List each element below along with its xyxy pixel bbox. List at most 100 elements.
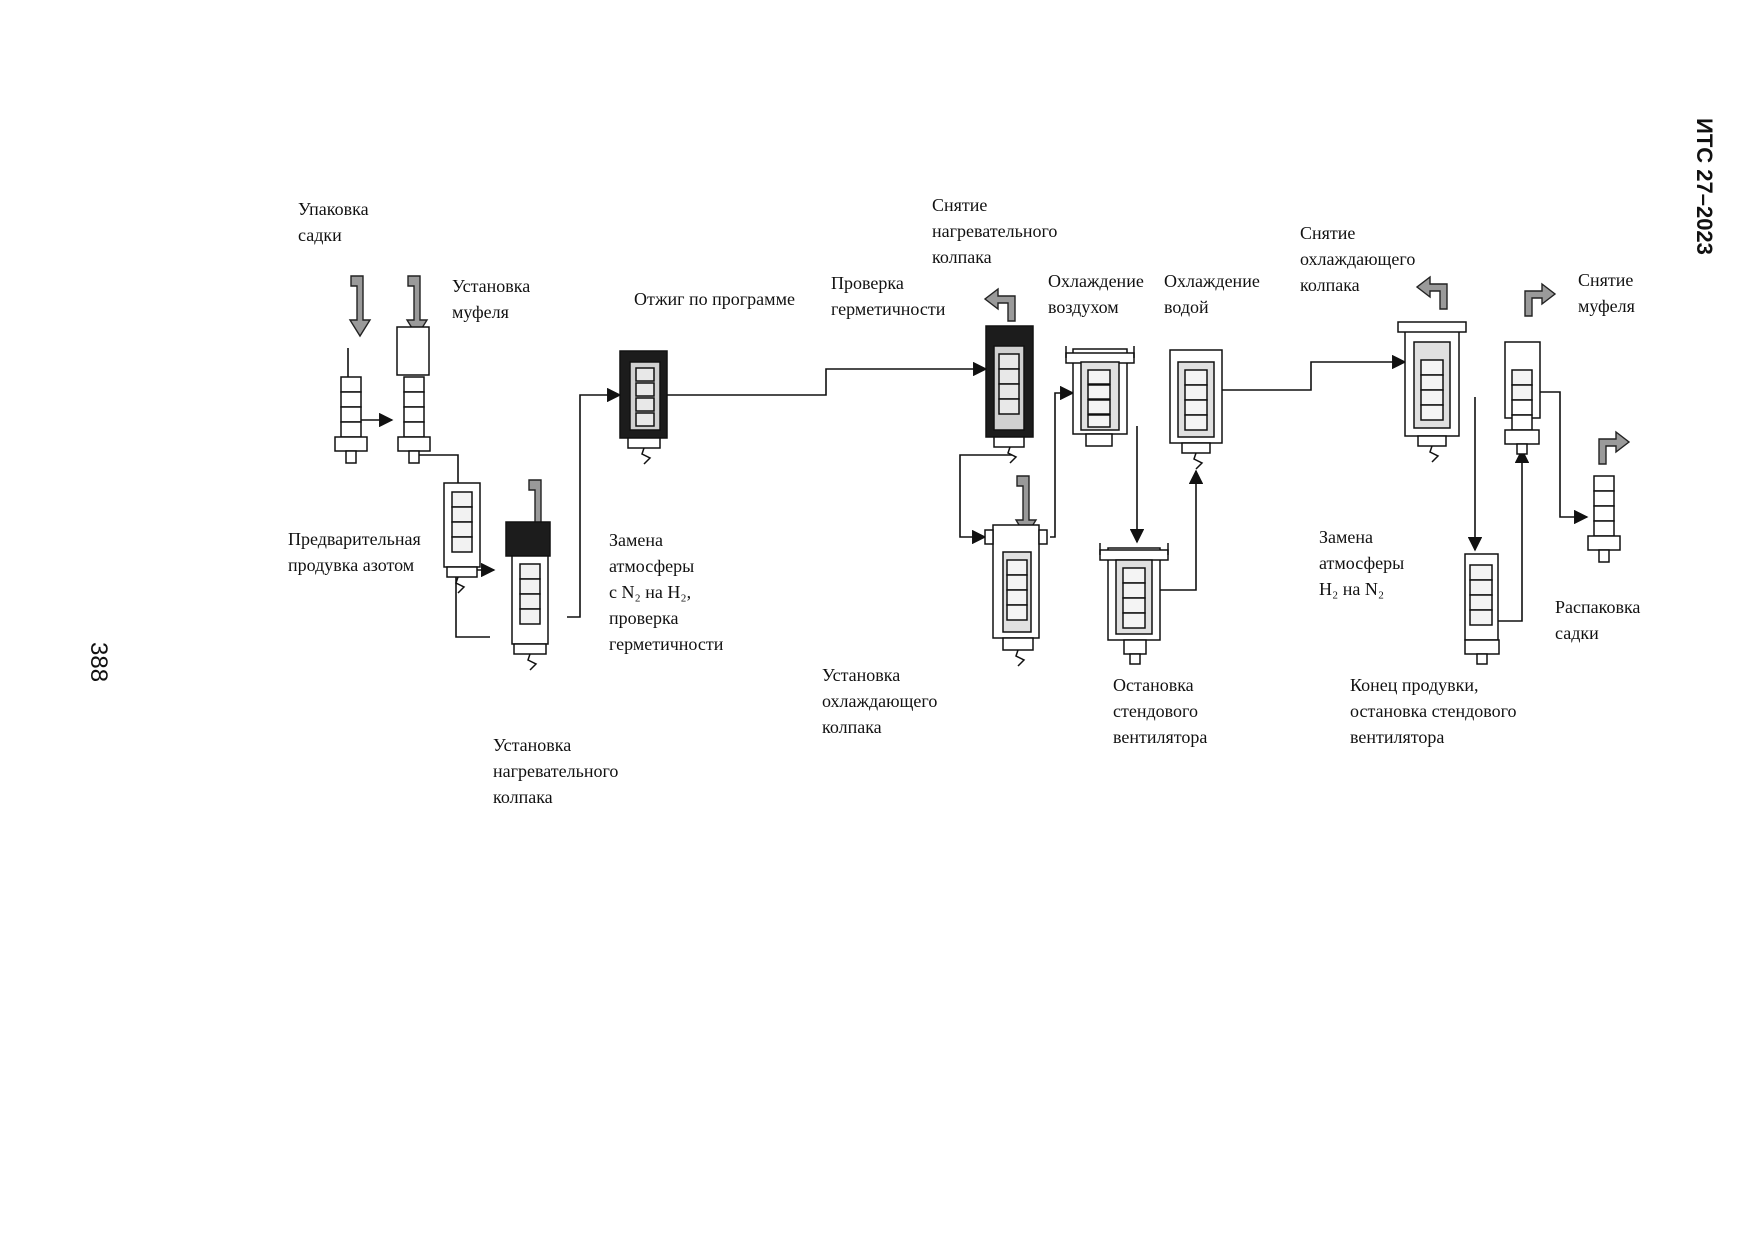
- coil-cell: [1593, 520, 1615, 537]
- coil-cell: [1122, 567, 1146, 584]
- label-anneal: Отжиг по программе: [634, 286, 795, 312]
- coil-cell: [1184, 384, 1208, 401]
- coil-cell: [1593, 475, 1615, 492]
- coil-cell: [1511, 399, 1533, 416]
- coil-stack-pack: [334, 376, 368, 464]
- label-line: Снятие: [1300, 223, 1356, 243]
- heating-hood-unit-a: [505, 521, 551, 671]
- coil-cell: [403, 421, 425, 438]
- label-line: колпака: [493, 787, 553, 807]
- stand-base: [1417, 435, 1447, 447]
- label-line: Проверка: [831, 273, 904, 293]
- coil-cell: [1420, 374, 1444, 391]
- coil-cell: [1006, 574, 1028, 591]
- remove-arrow-icon: [1524, 282, 1557, 317]
- gas-connector: [455, 576, 466, 594]
- remove-arrow-icon: [1598, 430, 1631, 465]
- label-heat-hood-install: Установка нагревательного колпака: [493, 732, 618, 810]
- label-line: Снятие: [1578, 270, 1634, 290]
- label-line: атмосферы: [1319, 553, 1405, 573]
- stand-base: [513, 643, 547, 655]
- coil-cell: [1593, 490, 1615, 507]
- load-arrow-icon: [348, 275, 372, 338]
- coil-cell: [1006, 604, 1028, 621]
- label-line: остановка стендового: [1350, 701, 1517, 721]
- stand-base: [334, 436, 368, 452]
- label-line: колпака: [1300, 275, 1360, 295]
- label-line: вентилятора: [1113, 727, 1208, 747]
- coil-cell: [1511, 414, 1533, 431]
- coil-cell: [403, 376, 425, 393]
- muffle-remove-unit: [1504, 341, 1541, 455]
- coil-cell: [1006, 559, 1028, 576]
- label-line: муфеля: [1578, 296, 1635, 316]
- coil-cell: [1469, 579, 1493, 596]
- label-line: стендового: [1113, 701, 1198, 721]
- label-unpack: Распаковка садки: [1555, 594, 1640, 646]
- label-cool-hood-remove: Снятие охлаждающего колпака: [1300, 220, 1415, 298]
- cooling-hood-unit-remove: [1397, 321, 1467, 463]
- label-tightness-check: Проверка герметичности: [831, 270, 945, 322]
- coil-cell: [998, 353, 1020, 370]
- coil-cell: [519, 608, 541, 625]
- label-cool-hood-install: Установка охлаждающего колпака: [822, 662, 937, 740]
- coil-cell: [1420, 359, 1444, 376]
- coil-cell: [1469, 564, 1493, 581]
- connector: [959, 454, 1012, 545]
- label-line: Предварительная: [288, 529, 421, 549]
- coil-cell: [1087, 384, 1111, 400]
- label-line: нагревательного: [932, 221, 1058, 241]
- label-line: продувка азотом: [288, 555, 415, 575]
- label-line: Установка: [493, 735, 572, 755]
- label-air-cooling: Охлаждение воздухом: [1048, 268, 1144, 320]
- label-line: Остановка: [1113, 675, 1194, 695]
- coil-cell: [1122, 597, 1146, 614]
- coil-cell: [340, 376, 362, 393]
- label-line: Замена: [1319, 527, 1374, 547]
- stand-foot: [1598, 549, 1610, 563]
- stand-foot: [1476, 653, 1488, 665]
- gas-connector: [1193, 452, 1204, 470]
- stand-base: [1181, 442, 1211, 454]
- coil-cell: [1184, 369, 1208, 386]
- coil-cell: [519, 563, 541, 580]
- coil-cell: [1087, 414, 1111, 428]
- label-line: вентилятора: [1350, 727, 1445, 747]
- label-n2-purge: Предварительная продувка азотом: [288, 526, 421, 578]
- label-line: муфеля: [452, 302, 509, 322]
- label-pack: Упаковка садки: [298, 196, 369, 248]
- coil-cell: [1511, 384, 1533, 401]
- stand-foot: [408, 450, 420, 464]
- connector: [567, 387, 622, 618]
- connector: [1538, 391, 1589, 525]
- connector: [1495, 448, 1530, 622]
- coil-cell: [1122, 582, 1146, 599]
- hood-flange: [1038, 529, 1048, 545]
- label-line: H₂ на N₂: [1319, 579, 1385, 599]
- label-line: Распаковка: [1555, 597, 1641, 617]
- connector: [1153, 469, 1204, 591]
- label-line: Установка: [822, 665, 901, 685]
- fan-stop-unit: [1099, 543, 1169, 665]
- gas-connector: [527, 653, 538, 671]
- coil-cell: [451, 491, 473, 508]
- coil-cell: [519, 593, 541, 610]
- coil-cell: [340, 391, 362, 408]
- label-atmosphere-swap-b: Замена атмосферы H₂ на N₂: [1319, 524, 1404, 602]
- water-cooling-unit: [1169, 349, 1223, 470]
- vent-pipe: [1065, 346, 1135, 358]
- muffle-shell: [396, 326, 430, 376]
- coil-cell: [1469, 594, 1493, 611]
- heating-hood: [505, 521, 551, 557]
- label-line: садки: [298, 225, 342, 245]
- flow-connectors: [347, 348, 1589, 638]
- coil-cell: [403, 391, 425, 408]
- purge-unit: [443, 482, 481, 594]
- label-line: воздухом: [1048, 297, 1119, 317]
- coil-cell: [1184, 414, 1208, 431]
- label-line: герметичности: [831, 299, 946, 319]
- coil-cell: [1087, 369, 1111, 385]
- label-heat-hood-remove: Снятие нагревательного колпака: [932, 192, 1057, 270]
- stand-foot: [1129, 653, 1141, 665]
